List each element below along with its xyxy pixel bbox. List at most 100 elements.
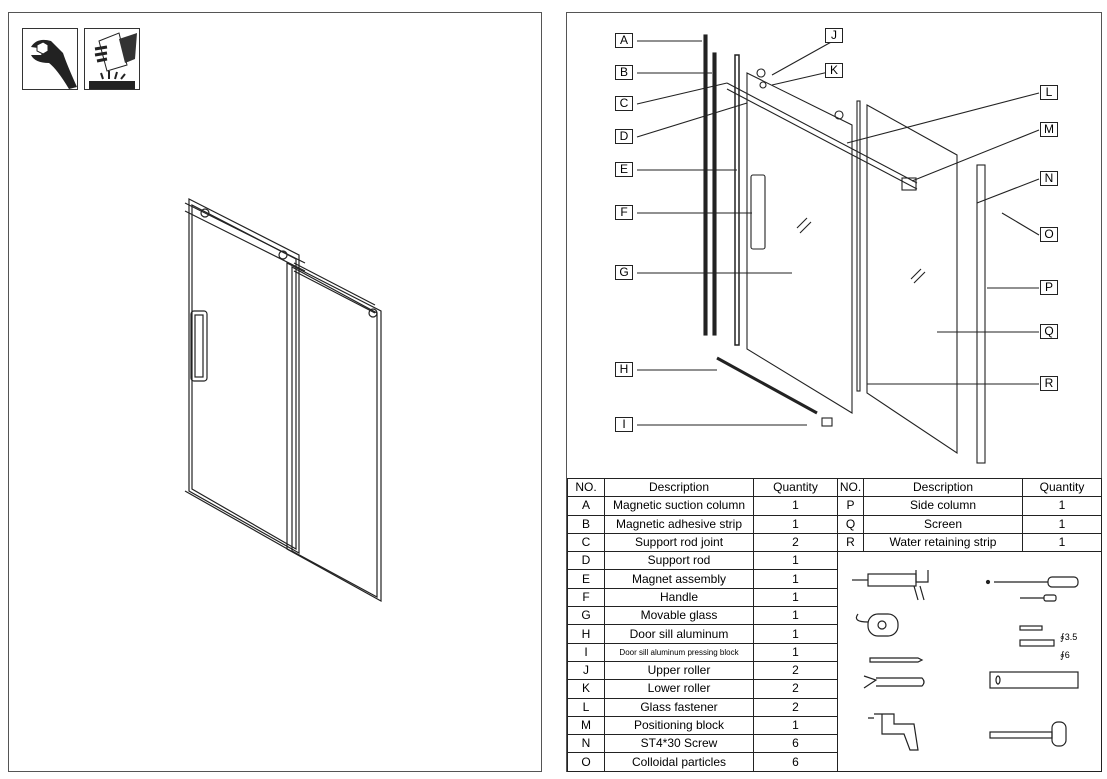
part-quantity: 6 bbox=[753, 752, 838, 772]
callout-o: O bbox=[1040, 227, 1058, 242]
drill-bit-size-label: ∮3.5 bbox=[1060, 632, 1078, 643]
callout-p: P bbox=[1040, 280, 1058, 295]
pencil-icon bbox=[869, 657, 924, 663]
part-description: Upper roller bbox=[604, 660, 754, 681]
part-no: C bbox=[567, 532, 605, 553]
callout-d: D bbox=[615, 129, 633, 144]
part-no: G bbox=[567, 606, 605, 626]
part-quantity: 1 bbox=[1022, 532, 1102, 553]
wrench-icon bbox=[22, 28, 78, 90]
part-no: N bbox=[567, 734, 605, 754]
part-description: Door sill aluminum pressing block bbox=[604, 642, 754, 662]
part-no: P bbox=[837, 496, 864, 516]
part-no: K bbox=[567, 679, 605, 699]
part-quantity: 1 bbox=[753, 514, 838, 534]
part-description: Screen bbox=[863, 514, 1023, 534]
glove-hand-icon bbox=[84, 28, 140, 90]
part-quantity: 1 bbox=[1022, 514, 1102, 534]
column-header: NO. bbox=[567, 477, 605, 498]
part-quantity: 2 bbox=[753, 697, 838, 717]
exploded-parts-drawing bbox=[636, 34, 1040, 464]
part-no: R bbox=[837, 532, 864, 553]
part-description: Support rod joint bbox=[604, 532, 754, 553]
callout-a: A bbox=[615, 33, 633, 48]
part-no: Q bbox=[837, 514, 864, 534]
hammer-icon bbox=[989, 721, 1067, 747]
part-description: Glass fastener bbox=[604, 697, 754, 717]
part-quantity: 1 bbox=[753, 569, 838, 589]
part-quantity: 6 bbox=[753, 734, 838, 754]
column-header: Description bbox=[604, 477, 754, 498]
part-no: L bbox=[567, 697, 605, 717]
spirit-level-icon bbox=[989, 671, 1079, 689]
part-quantity: 1 bbox=[753, 496, 838, 516]
part-no: I bbox=[567, 642, 605, 662]
callout-c: C bbox=[615, 96, 633, 111]
tools-panel: ∮3.5 ∮6 bbox=[837, 551, 1102, 772]
part-no: D bbox=[567, 551, 605, 571]
callout-b: B bbox=[615, 65, 633, 80]
part-description: Magnetic suction column bbox=[604, 496, 754, 516]
callout-f: F bbox=[615, 205, 633, 220]
callout-l: L bbox=[1040, 85, 1058, 100]
part-description: Magnet assembly bbox=[604, 569, 754, 589]
part-quantity: 1 bbox=[1022, 496, 1102, 516]
part-description: Water retaining strip bbox=[863, 532, 1023, 553]
part-no: M bbox=[567, 715, 605, 736]
part-quantity: 2 bbox=[753, 532, 838, 553]
part-quantity: 1 bbox=[753, 624, 838, 644]
part-description: Positioning block bbox=[604, 715, 754, 736]
part-description: Side column bbox=[863, 496, 1023, 516]
part-no: H bbox=[567, 624, 605, 644]
callout-j: J bbox=[825, 28, 843, 43]
part-description: Lower roller bbox=[604, 679, 754, 699]
part-no: E bbox=[567, 569, 605, 589]
caulking-gun-icon bbox=[852, 570, 929, 601]
part-description: Door sill aluminum bbox=[604, 624, 754, 644]
parts-list-page: A B C D E F G H I J K L M N O P Q R NO.D… bbox=[566, 12, 1102, 772]
part-description: Movable glass bbox=[604, 606, 754, 626]
part-quantity: 1 bbox=[753, 715, 838, 736]
part-quantity: 1 bbox=[753, 606, 838, 626]
callout-r: R bbox=[1040, 376, 1058, 391]
part-quantity: 1 bbox=[753, 587, 838, 608]
part-quantity: 2 bbox=[753, 660, 838, 681]
column-header: Quantity bbox=[753, 477, 838, 498]
part-no: A bbox=[567, 496, 605, 516]
part-no: O bbox=[567, 752, 605, 772]
tape-measure-icon bbox=[855, 613, 899, 637]
assembled-shower-door-drawing bbox=[184, 198, 382, 603]
part-quantity: 1 bbox=[753, 642, 838, 662]
adjustable-wrench-icon bbox=[863, 675, 925, 689]
callout-n: N bbox=[1040, 171, 1058, 186]
drill-bit-icons bbox=[1019, 625, 1055, 647]
tools-drawing bbox=[852, 570, 1079, 751]
part-description: ST4*30 Screw bbox=[604, 734, 754, 754]
part-quantity: 1 bbox=[753, 551, 838, 571]
callout-i: I bbox=[615, 417, 633, 432]
part-description: Handle bbox=[604, 587, 754, 608]
electric-drill-icon bbox=[868, 713, 919, 751]
callout-m: M bbox=[1040, 122, 1058, 137]
part-quantity: 2 bbox=[753, 679, 838, 699]
part-description: Support rod bbox=[604, 551, 754, 571]
column-header: NO. bbox=[837, 477, 864, 498]
part-no: J bbox=[567, 660, 605, 681]
callout-h: H bbox=[615, 362, 633, 377]
screwdriver-icon bbox=[985, 576, 1079, 602]
callout-q: Q bbox=[1040, 324, 1058, 339]
